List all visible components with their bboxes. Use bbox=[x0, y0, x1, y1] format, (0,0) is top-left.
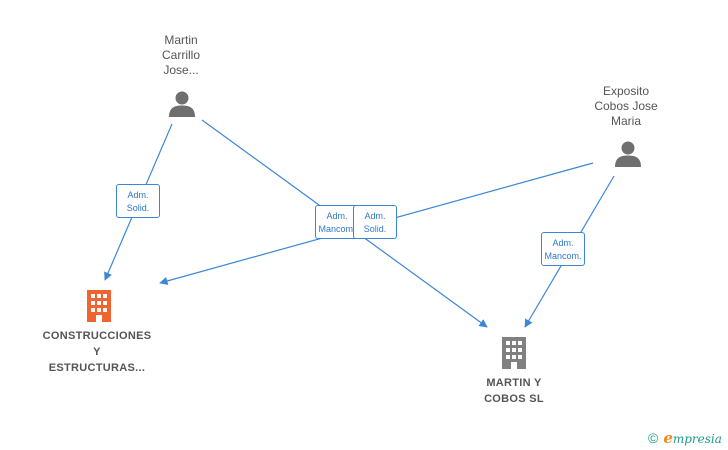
person-icon[interactable] bbox=[167, 89, 197, 124]
person-name-exposito-cobos[interactable]: Exposito Cobos Jose Maria bbox=[594, 84, 658, 128]
building-icon[interactable] bbox=[85, 289, 113, 328]
person-icon[interactable] bbox=[613, 139, 643, 174]
company-name-construcciones[interactable]: CONSTRUCCIONES Y ESTRUCTURAS... bbox=[42, 330, 152, 374]
relation-label[interactable]: Adm. Solid. bbox=[116, 184, 160, 218]
company-name-martin-y-cobos[interactable]: MARTIN Y COBOS SL bbox=[484, 377, 544, 405]
building-icon[interactable] bbox=[500, 336, 528, 375]
person-name-martin-carrillo[interactable]: Martin Carrillo Jose... bbox=[161, 33, 200, 77]
brand-logo: © empresia bbox=[648, 428, 722, 448]
relation-label[interactable]: Adm. Solid. bbox=[353, 205, 397, 239]
brand-wordmark: empresia bbox=[663, 429, 722, 447]
copyright-icon: © bbox=[648, 430, 659, 446]
relation-label[interactable]: Adm. Mancom. bbox=[541, 232, 585, 266]
